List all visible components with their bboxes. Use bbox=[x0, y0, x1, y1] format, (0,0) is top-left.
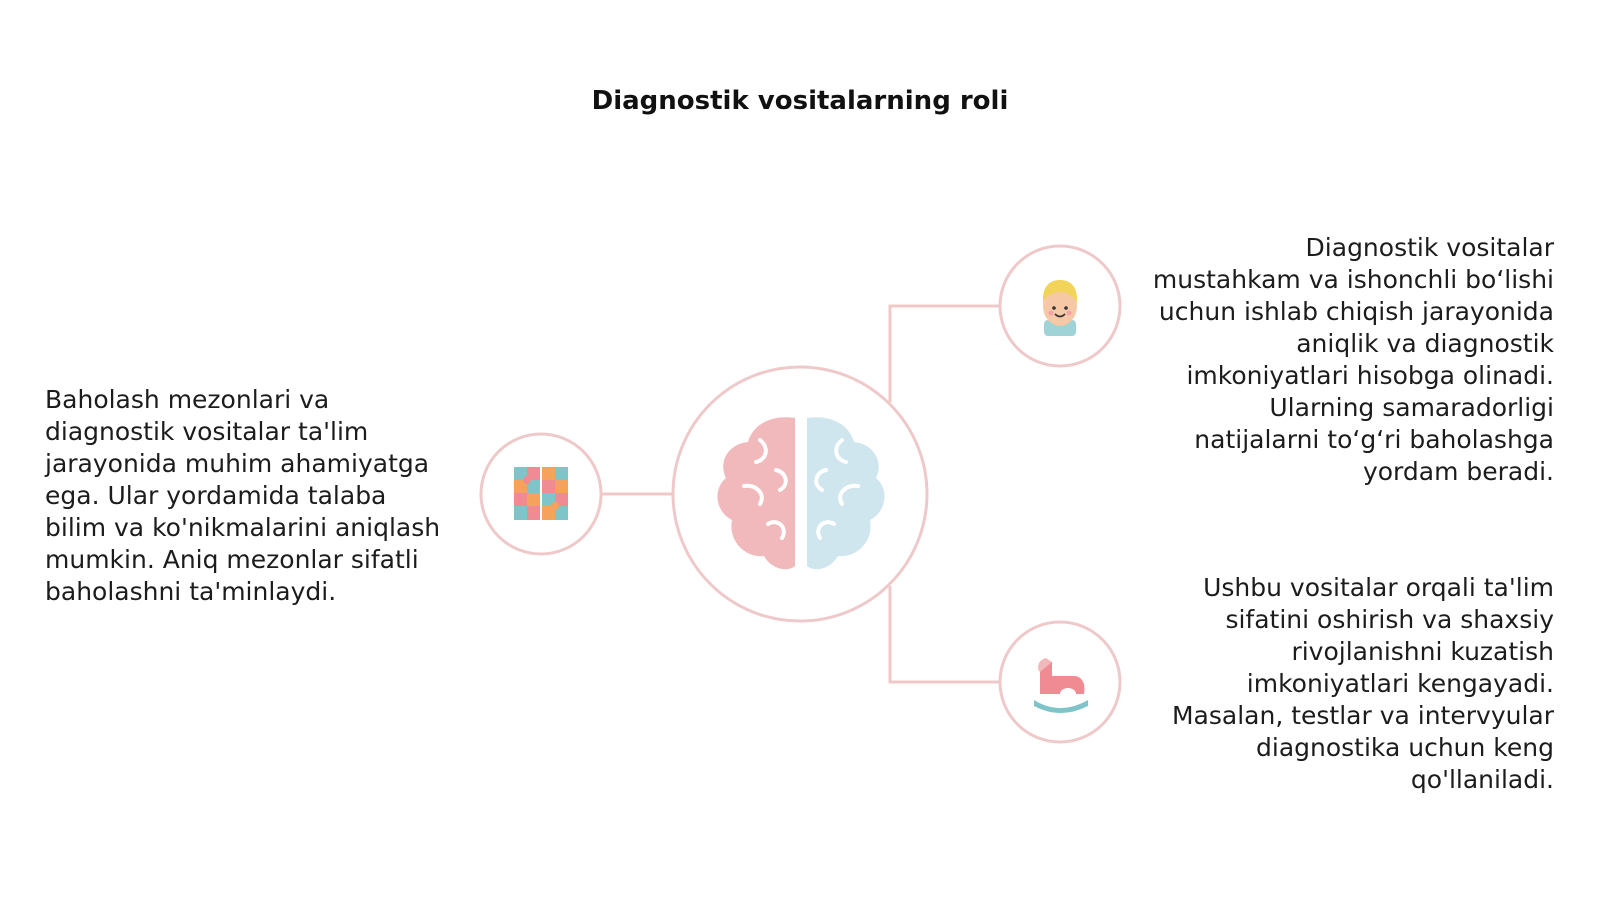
connector-right-bottom bbox=[888, 586, 1000, 684]
rocking-horse-icon bbox=[1034, 658, 1088, 713]
left-node bbox=[479, 432, 603, 556]
center-node bbox=[671, 365, 929, 623]
slide-title: Diagnostik vositalarning roli bbox=[591, 86, 1009, 116]
connectors bbox=[600, 304, 1000, 684]
right-top-node bbox=[998, 244, 1122, 368]
puzzle-icon bbox=[514, 467, 568, 520]
right-bottom-node bbox=[998, 620, 1122, 744]
right-bottom-description: Ushbu vositalar orqali ta'lim sifatini o… bbox=[1171, 573, 1554, 794]
right-top-description: Diagnostik vositalar mustahkam va ishonc… bbox=[1152, 233, 1554, 486]
child-face-icon bbox=[1042, 280, 1078, 336]
brain-icon bbox=[717, 417, 885, 570]
connector-right-top bbox=[888, 304, 1000, 402]
left-description: Baholash mezonlari va diagnostik vosital… bbox=[45, 385, 441, 606]
